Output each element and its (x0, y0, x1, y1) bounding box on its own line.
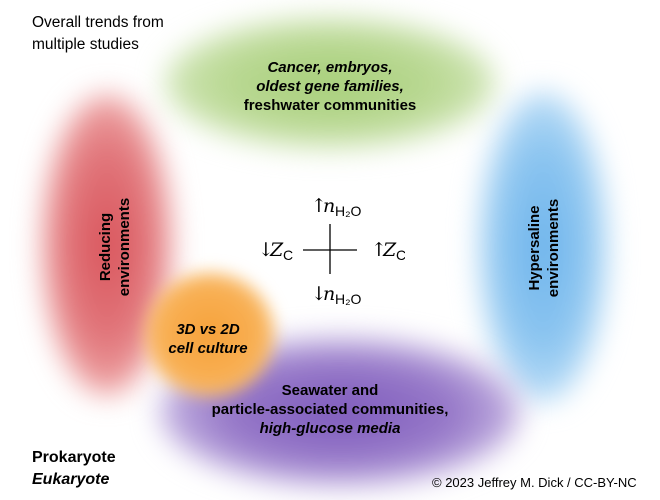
top-region-label: Cancer, embryos, oldest gene families, f… (200, 58, 460, 115)
title-line-2: multiple studies (32, 36, 139, 53)
orange-region (145, 272, 275, 397)
up-arrow-icon: ↑ (311, 195, 327, 217)
top-label-line-2: oldest gene families, (256, 78, 404, 95)
up-arrow-icon: ↑ (371, 239, 387, 261)
right-label-line-1: Hypersaline (526, 205, 543, 291)
left-region-label: Reducing environments (96, 187, 134, 307)
blue-region (478, 92, 608, 402)
left-label-line-1: Reducing (97, 212, 114, 282)
bottom-label-line-3: high-glucose media (259, 420, 401, 437)
n-subscript-bottom: H₂O (335, 291, 362, 307)
n-symbol-top: n (323, 195, 335, 217)
copyright-notice: © 2023 Jeffrey M. Dick / CC-BY-NC (432, 475, 637, 490)
down-arrow-icon: ↓ (311, 283, 327, 305)
z-subscript-right: C (396, 247, 405, 263)
z-subscript-left: C (283, 247, 293, 263)
right-label-line-2: environments (545, 198, 562, 298)
title-line-1: Overall trends from (32, 14, 164, 31)
bottom-region-label: Seawater and particle-associated communi… (170, 381, 490, 438)
green-region (165, 18, 495, 148)
legend-prokaryote: Prokaryote (32, 449, 116, 466)
diagram-title: Overall trends from multiple studies (32, 12, 164, 56)
bottom-label-line-1: Seawater and (281, 382, 379, 399)
n-subscript-top: H₂O (335, 203, 362, 219)
axes-cross: ↑ n H₂O ↓ Z C ↑ Z C ↓ n H₂O (258, 195, 405, 307)
corner-label-line-2: cell culture (168, 340, 248, 357)
right-region-label: Hypersaline environments (525, 188, 563, 308)
top-label-line-3: freshwater communities (243, 97, 417, 114)
corner-region-label: 3D vs 2D cell culture (145, 320, 271, 358)
bottom-label-line-2: particle-associated communities, (211, 401, 449, 418)
down-arrow-icon: ↓ (258, 239, 274, 261)
z-symbol-right: Z (382, 239, 397, 261)
top-label-line-1: Cancer, embryos, (267, 59, 393, 76)
z-symbol-left: Z (269, 239, 284, 261)
n-symbol-bottom: n (323, 283, 335, 305)
legend-eukaryote: Eukaryote (32, 471, 110, 488)
left-label-line-2: environments (116, 197, 133, 297)
corner-label-line-1: 3D vs 2D (176, 321, 240, 338)
